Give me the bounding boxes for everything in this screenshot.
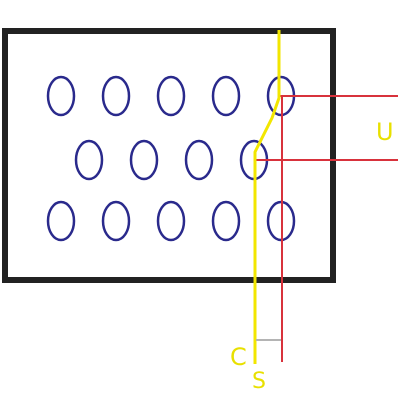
hole-circle [46,200,76,242]
hole-circle [156,75,186,117]
label-s: S [252,369,266,394]
hole-circle [211,200,241,242]
hole-circle [156,200,186,242]
hole-circle [129,139,159,181]
hole-circle [46,75,76,117]
plate-frame [2,28,336,283]
hole-circle [74,139,104,181]
label-c: C [230,343,247,371]
hole-circle [184,139,214,181]
hole-circle [101,200,131,242]
hole-circle [211,75,241,117]
label-u: U [376,118,394,146]
yellow-crack-line [253,30,281,364]
hole-circle [101,75,131,117]
hole-grid [46,75,296,242]
